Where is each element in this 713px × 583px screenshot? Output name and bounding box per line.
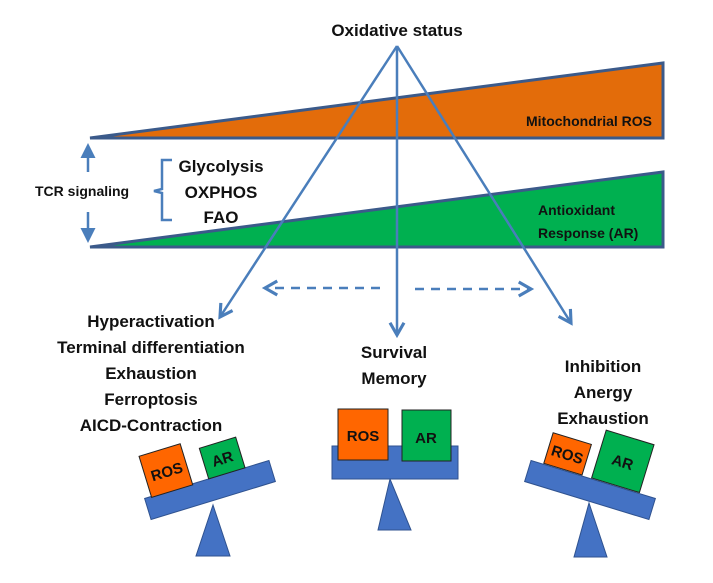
scale-center-stand bbox=[377, 477, 412, 531]
scale-center-ar-box bbox=[401, 409, 452, 462]
arrow-right bbox=[395, 45, 573, 326]
scale-right-beam bbox=[523, 459, 657, 521]
pathway-glycolysis: Glycolysis bbox=[178, 157, 263, 176]
scale-right-stand bbox=[573, 501, 608, 558]
outcome-left-5: AICD-Contraction bbox=[80, 416, 223, 435]
outcome-center-1: Survival bbox=[361, 343, 427, 362]
arrow-left bbox=[218, 45, 399, 320]
scale-center: ROS AR bbox=[331, 408, 459, 531]
ros-wedge bbox=[89, 61, 665, 140]
ar-wedge-label-2: Response (AR) bbox=[538, 225, 638, 241]
scale-right-ros-box bbox=[543, 432, 593, 476]
outcome-left-3: Exhaustion bbox=[105, 364, 197, 383]
scale-left-beam bbox=[143, 459, 277, 521]
scale-left: ROS AR bbox=[138, 436, 277, 557]
title: Oxidative status bbox=[331, 21, 462, 40]
outcome-left-1: Hyperactivation bbox=[87, 312, 215, 331]
outcome-right-3: Exhaustion bbox=[557, 409, 649, 428]
scale-left-stand bbox=[195, 503, 231, 557]
pathway-oxphos: OXPHOS bbox=[185, 183, 258, 202]
scale-left-ar-box bbox=[198, 436, 246, 480]
ros-wedge-label: Mitochondrial ROS bbox=[526, 113, 652, 129]
outcome-center-2: Memory bbox=[361, 369, 427, 388]
scale-center-ar-label: AR bbox=[415, 430, 437, 447]
scale-left-ros-box bbox=[138, 443, 194, 499]
scale-center-ros-box bbox=[337, 408, 389, 461]
tcr-label: TCR signaling bbox=[35, 183, 129, 199]
pathway-fao: FAO bbox=[204, 208, 239, 227]
ar-wedge-label-1: Antioxidant bbox=[538, 202, 615, 218]
outcome-right-2: Anergy bbox=[574, 383, 633, 402]
scale-left-ar-label: AR bbox=[210, 448, 236, 471]
outcome-left-2: Terminal differentiation bbox=[57, 338, 245, 357]
scale-right-ar-box bbox=[590, 429, 655, 494]
scale-center-ros-label: ROS bbox=[347, 428, 380, 445]
scale-right-ar-label: AR bbox=[610, 451, 636, 474]
outcome-right-1: Inhibition bbox=[565, 357, 641, 376]
outcome-left-4: Ferroptosis bbox=[104, 390, 198, 409]
brace-icon bbox=[153, 158, 172, 222]
ar-wedge bbox=[89, 170, 665, 249]
scale-right: ROS AR bbox=[523, 429, 657, 558]
